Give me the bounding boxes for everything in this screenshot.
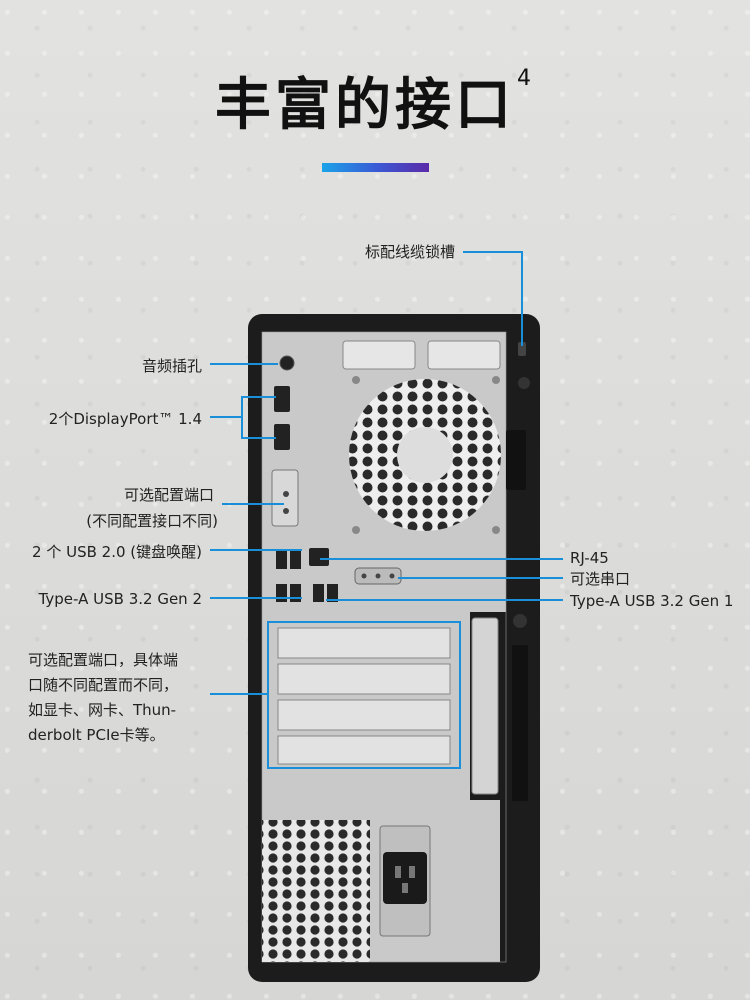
page-title: 丰富的接口4 [215, 66, 535, 138]
expansion-slot-1 [277, 627, 451, 659]
footnote-marker: 4 [517, 66, 535, 91]
label-expansion-slots: 可选配置端口，具体端 口随不同配置而不同， 如显卡、网卡、Thun- derbo… [28, 651, 179, 744]
power-socket [383, 852, 427, 904]
expansion-slot-3 [277, 699, 451, 731]
audio-jack [279, 355, 295, 371]
label-optional-port: 可选配置端口 [123, 486, 214, 504]
lock-slot [518, 342, 526, 356]
title-accent-bar [322, 163, 429, 172]
expansion-slot-2 [277, 663, 451, 695]
label-usb32-gen2: Type-A USB 3.2 Gen 2 [38, 590, 202, 608]
label-rj45: RJ-45 [570, 549, 609, 567]
label-usb32-gen1: Type-A USB 3.2 Gen 1 [570, 592, 734, 610]
label-optional-port-note: (不同配置接口不同) [86, 512, 218, 530]
label-lock-slot: 标配线缆锁槽 [364, 243, 455, 261]
expansion-slot-4 [277, 735, 451, 765]
label-audio-jack: 音频插孔 [141, 357, 202, 375]
rj45-port [309, 548, 329, 566]
label-displayport: 2个DisplayPort™ 1.4 [48, 410, 202, 428]
label-usb20: 2 个 USB 2.0 (键盘唤醒) [32, 543, 202, 561]
label-serial: 可选串口 [570, 570, 631, 588]
displayport-2 [274, 424, 290, 450]
psu-fan-grille [262, 820, 370, 962]
optional-port-panel [271, 469, 299, 527]
displayport-1 [274, 386, 290, 412]
